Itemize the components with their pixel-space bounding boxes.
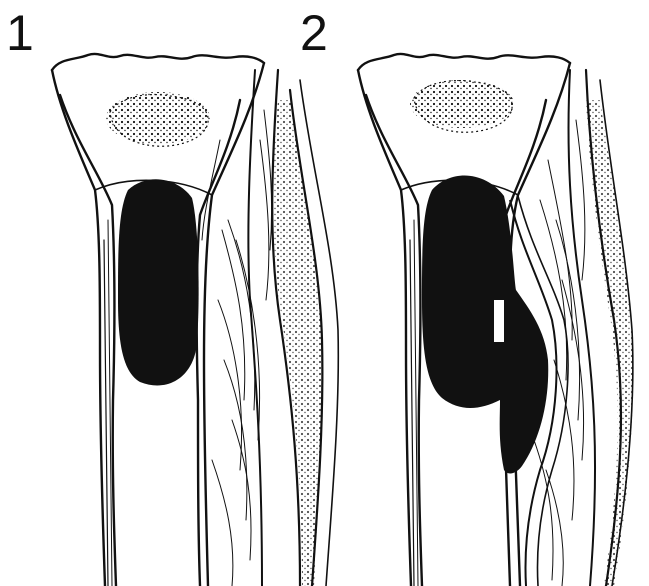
panel-1-cortex-line-a (104, 240, 108, 586)
panel-1-cortex-line-b (108, 220, 112, 586)
panel-1-cortex-line-c (202, 140, 220, 240)
panel-2-lesion (422, 176, 548, 474)
panel-2-periosteum-dotted (586, 100, 633, 586)
panel-2-spongy-bone (410, 80, 514, 132)
panel-2-epiphysis-outline (358, 54, 570, 70)
panel-2-lesion-gap (494, 300, 504, 342)
panel-1-epiphysis-outline (52, 54, 264, 70)
panel-2-bone-right-outer (510, 63, 570, 280)
panel-2-bone-left-outer (358, 70, 411, 586)
panel-2-cortex-line-a (410, 240, 414, 586)
panel-2-cortex-line-b (414, 220, 418, 586)
panel-1-spongy-bone (106, 92, 210, 146)
panel-1-lesion (118, 179, 199, 385)
panel-1-bone-left-outer (52, 70, 105, 586)
